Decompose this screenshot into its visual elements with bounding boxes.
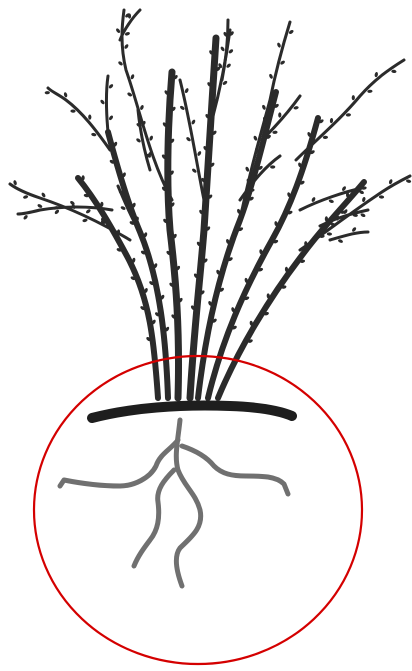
root-left <box>60 440 178 486</box>
leaf-bud <box>184 88 189 94</box>
leaf-bud <box>85 208 91 214</box>
leaf-bud <box>70 109 75 112</box>
leaf-bud <box>328 199 334 204</box>
leaf-bud <box>135 138 141 144</box>
leaf-bud <box>191 168 197 174</box>
leaf-bud <box>268 73 273 79</box>
leaf-bud <box>185 136 191 142</box>
leaf-bud <box>117 61 123 67</box>
root-system <box>60 420 288 586</box>
leaf-bud <box>374 72 378 78</box>
branch-16 <box>330 232 368 240</box>
leaf-bud <box>228 48 234 54</box>
leaf-bud <box>108 115 114 121</box>
leaf-bud <box>346 113 352 117</box>
leaf-bud <box>323 136 328 139</box>
root-left-lower <box>134 470 174 566</box>
leaf-bud <box>139 104 144 110</box>
leaf-bud <box>108 83 114 89</box>
leaf-bud <box>54 209 60 215</box>
shrub-branches <box>10 10 410 398</box>
leaf-bud <box>45 91 50 94</box>
leaf-bud <box>270 165 275 168</box>
leaf-bud <box>276 42 281 48</box>
leaf-bud <box>191 119 196 125</box>
leaf-bud <box>278 112 281 117</box>
branch-12 <box>107 76 109 132</box>
root-right <box>182 446 288 494</box>
leaf-bud <box>330 118 334 123</box>
leaf-bud <box>360 213 366 218</box>
branch-2 <box>180 80 204 200</box>
leaf-bud <box>352 95 355 100</box>
leaf-bud <box>115 28 121 34</box>
leaf-bud <box>124 43 130 49</box>
leaf-bud <box>379 195 384 199</box>
leaf-bud <box>37 203 43 208</box>
leaf-bud <box>197 150 202 156</box>
leaf-bud <box>82 218 88 222</box>
leaf-bud <box>100 99 106 105</box>
leaf-bud <box>226 63 232 69</box>
leaf-bud <box>130 74 135 80</box>
leaf-bud <box>23 195 29 200</box>
leaf-bud <box>23 214 29 220</box>
leaf-bud <box>391 70 396 74</box>
leaf-bud <box>327 232 332 236</box>
leaf-bud <box>88 114 91 119</box>
leaf-bud <box>253 135 258 141</box>
leaf-bud <box>337 239 343 244</box>
stem-center-left <box>168 72 179 398</box>
leaf-bud <box>245 166 250 172</box>
leaf-bud <box>261 104 266 110</box>
leaf-bud <box>351 226 357 232</box>
leaf-bud <box>149 135 154 141</box>
branch-5 <box>296 60 404 160</box>
leaf-bud <box>367 89 372 93</box>
leaf-bud <box>272 130 278 134</box>
leaf-bud <box>220 46 226 52</box>
branch-11 <box>48 88 110 150</box>
leaf-bud <box>406 179 412 183</box>
ground-line <box>92 406 292 419</box>
